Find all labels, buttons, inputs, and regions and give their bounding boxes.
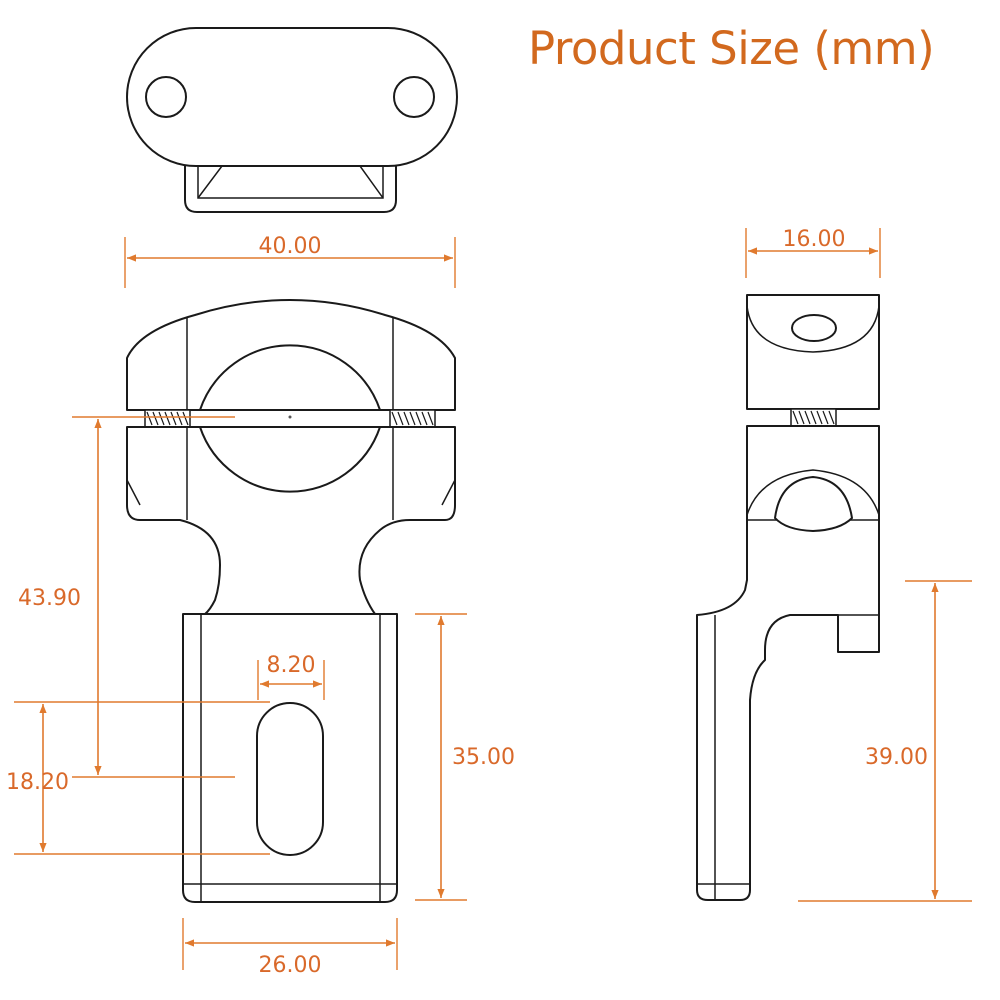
side-screw-hole <box>791 314 837 342</box>
front-screw-left <box>144 409 191 428</box>
front-view <box>126 299 456 903</box>
front-slot <box>256 702 324 856</box>
front-bore-bottom <box>198 426 382 493</box>
product-size-title: Product Size (mm) <box>528 22 935 75</box>
front-screw-right <box>389 409 436 428</box>
dim-side-width-label: 16.00 <box>783 227 846 252</box>
dimension-39: 39.00 <box>798 580 972 902</box>
dim-plate-width-label: 26.00 <box>259 953 322 978</box>
front-bore-top <box>198 344 382 411</box>
dimension-35: 35.00 <box>415 613 515 901</box>
dimension-8-20: 8.20 <box>257 653 325 700</box>
dimension-40: 40.00 <box>124 234 456 288</box>
side-lower-body <box>696 425 880 901</box>
top-view <box>126 27 458 213</box>
side-screw <box>790 408 837 427</box>
side-view <box>696 294 880 901</box>
dim-plate-height-label: 35.00 <box>452 745 515 770</box>
top-view-clamp-cap <box>126 27 458 167</box>
dim-width-top-label: 40.00 <box>259 234 322 259</box>
dim-slot-width-label: 8.20 <box>267 653 316 678</box>
dim-height-center-label: 43.90 <box>18 586 81 611</box>
side-bore <box>774 476 853 532</box>
top-view-hole-right <box>393 76 435 118</box>
dim-side-height-label: 39.00 <box>865 745 928 770</box>
dimension-16: 16.00 <box>745 227 881 278</box>
dimension-26: 26.00 <box>182 918 398 978</box>
top-view-hole-left <box>145 76 187 118</box>
dim-slot-length-label: 18.20 <box>6 770 69 795</box>
dimension-18-20: 18.20 <box>6 701 270 855</box>
dimension-43-90: 43.90 <box>18 416 235 778</box>
